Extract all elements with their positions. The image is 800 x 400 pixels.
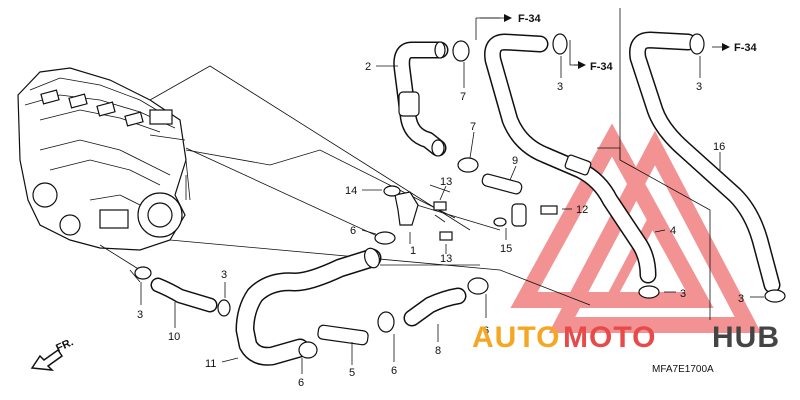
callout-7b: 7 (470, 121, 476, 133)
callout-3b: 3 (696, 81, 702, 93)
bolt-13a (433, 201, 447, 211)
callout-8: 8 (435, 345, 441, 357)
hose-9-long (484, 33, 657, 284)
front-arrow-icon (30, 348, 64, 371)
o-ring-15 (493, 217, 507, 227)
callout-13a: 13 (440, 176, 452, 188)
ref-f34-top: F-34 (518, 13, 542, 25)
callout-6c: 6 (391, 365, 397, 377)
bolt-13b (439, 231, 453, 241)
fitting-1 (394, 191, 419, 226)
callout-16: 16 (713, 141, 725, 153)
callout-15: 15 (500, 243, 512, 255)
callout-6a: 6 (350, 225, 356, 237)
callout-6b: 6 (483, 325, 489, 337)
watermark-hub: HUB (712, 321, 780, 354)
callout-7a: 7 (460, 91, 466, 103)
hose-11 (235, 247, 382, 366)
o-ring-14 (383, 185, 401, 197)
callout-6d: 6 (298, 377, 304, 389)
pipe-fitting-9 (481, 173, 527, 227)
hose-8 (403, 287, 467, 327)
callout-2: 2 (365, 61, 371, 73)
callout-3a: 3 (557, 81, 563, 93)
f34-arrows (480, 14, 730, 69)
callout-1: 1 (410, 245, 416, 257)
bolt-12 (540, 205, 558, 215)
callout-3c: 3 (221, 269, 227, 281)
reference-labels: F-34 F-34 F-34 (518, 13, 758, 73)
hose-2 (393, 41, 449, 157)
callout-14: 14 (345, 185, 357, 197)
pipe-5 (317, 324, 369, 346)
leader-lines (99, 8, 711, 320)
watermark-text: AUTO MOTO HUB (472, 321, 780, 354)
clamps (134, 33, 786, 359)
callout-12: 12 (576, 204, 588, 216)
hose-16 (629, 31, 781, 294)
watermark-auto: AUTO (472, 321, 560, 354)
callout-5: 5 (349, 367, 355, 379)
callout-11: 11 (205, 358, 216, 370)
callout-10: 10 (168, 331, 180, 343)
callout-3f: 3 (137, 309, 143, 321)
engine-block (17, 67, 191, 251)
watermark-logo (510, 123, 762, 333)
callout-3d: 3 (680, 288, 686, 300)
callout-3e: 3 (738, 293, 744, 305)
ref-f34-right: F-34 (734, 42, 758, 54)
callout-labels: 2 7 3 3 7 9 16 14 13 12 6 4 1 15 13 3 3 … (137, 61, 744, 389)
diagram-code: MFA7E1700A (652, 364, 714, 375)
hose-10 (150, 277, 218, 313)
watermark-moto: MOTO (563, 321, 656, 354)
callout-4: 4 (670, 225, 676, 237)
callout-9: 9 (512, 155, 518, 167)
ref-f34-mid: F-34 (590, 61, 614, 73)
front-label: FR. (54, 336, 75, 354)
callout-lines (140, 56, 764, 374)
callout-13b: 13 (440, 253, 452, 265)
